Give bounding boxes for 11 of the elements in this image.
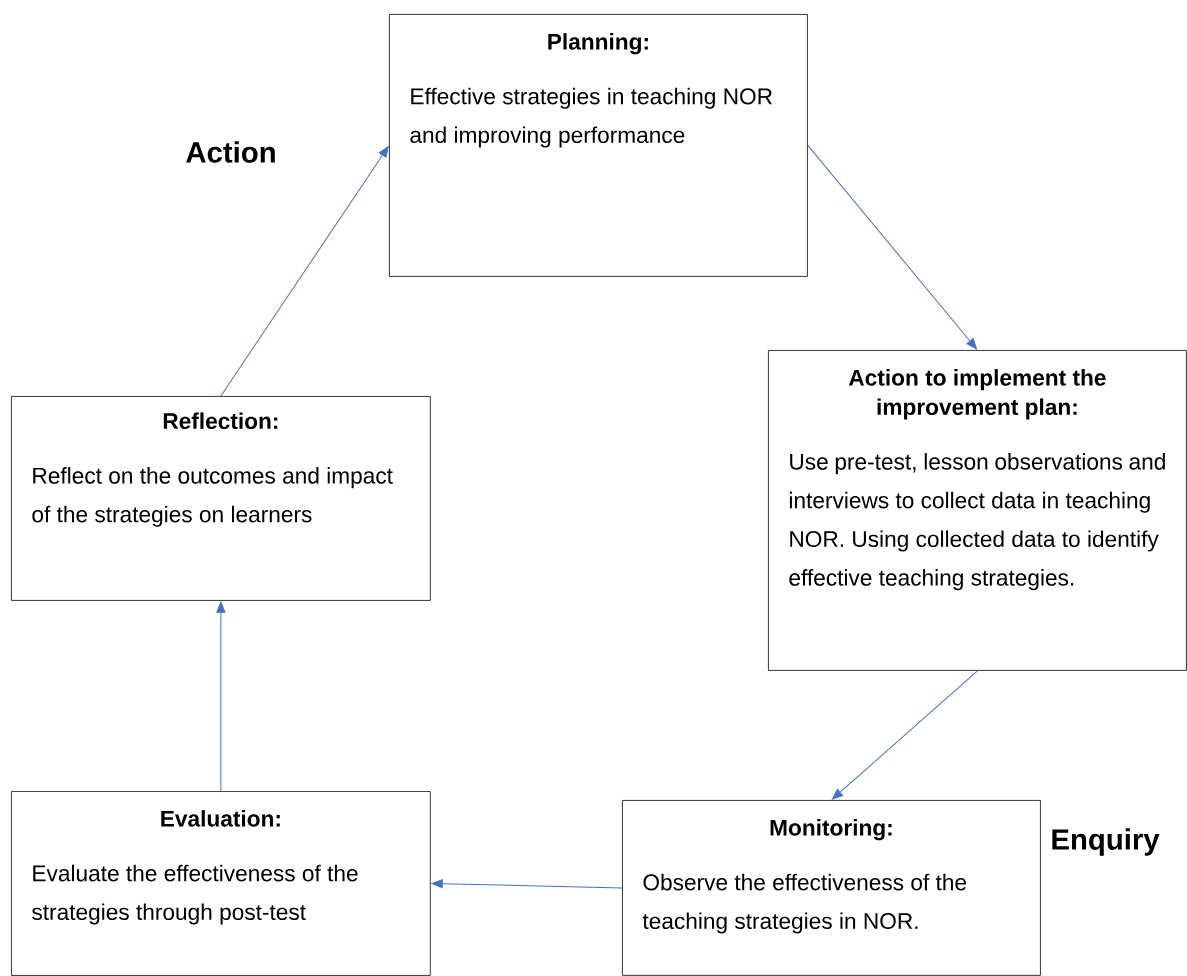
process-box: Monitoring: Observe the effectiveness of the teaching strategies in NOR. <box>622 800 1041 976</box>
process-box: Planning: Effective strategies in teaching NOR and improving performance <box>389 14 808 277</box>
arrow <box>216 601 226 792</box>
arrow <box>220 146 389 397</box>
process-box: Evaluation: Evaluate the effectiveness of the strategies through post-test <box>11 791 431 976</box>
process-box: Reflection: Reflect on the outcomes and impact of the strategies on learners <box>11 396 431 601</box>
arrow <box>807 144 978 350</box>
stage-label: Action <box>186 141 275 163</box>
arrow <box>831 670 978 800</box>
arrow <box>431 879 623 889</box>
process-box: Action to implement the improvement plan: Use pre-test, lesson observations and interviews to collect data in teaching NOR. Using collected data to identify effective teaching strategies. <box>768 350 1187 671</box>
